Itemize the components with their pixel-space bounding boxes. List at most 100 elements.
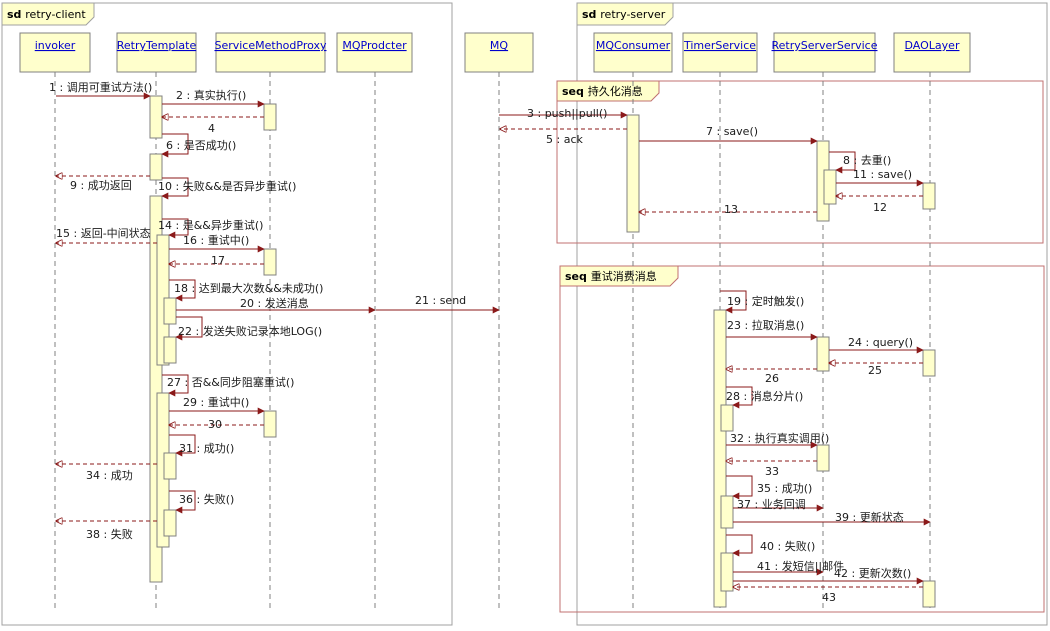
lifeline-mqconsumer-label: MQConsumer [596, 39, 671, 52]
fragment-retry-border [559, 265, 1045, 613]
lifeline-mqconsumer-box [593, 32, 673, 73]
message-m27-label: 27 : 否&&同步阻塞重试() [167, 375, 294, 389]
message-m30-label: 30 [208, 418, 222, 431]
message-m36-label: 36 : 失败() [179, 492, 234, 506]
message-m14-arrow [162, 218, 189, 239]
message-m41-label: 41 : 发短信||邮件 [757, 559, 844, 573]
message-m40-arrow [726, 534, 753, 557]
message-m6-label: 6 : 是否成功() [166, 139, 236, 152]
lifeline-mq-label: MQ [490, 39, 508, 52]
lifeline-retrytemplate-box [116, 32, 197, 73]
lifeline-invoker-box [19, 32, 91, 73]
activation-proxy-act-1 [263, 103, 277, 131]
fragment-persist-border [556, 80, 1044, 244]
message-m31-arrow [169, 434, 196, 457]
frame-server-title: sd retry-server [582, 8, 666, 21]
message-m2-label: 2 : 真实执行() [176, 88, 246, 102]
message-m39-label: 39 : 更新状态 [835, 510, 904, 524]
message-m23-label: 23 : 拉取消息() [727, 318, 804, 332]
message-m4-label: 4 [208, 122, 215, 135]
lifeline-proxy-box [215, 32, 326, 73]
frame-client-title: sd retry-client [7, 8, 86, 21]
lifeline-dao-box [893, 32, 971, 73]
frame-server-tab [576, 2, 674, 26]
message-m19-label: 19 : 定时触发() [727, 294, 804, 308]
activation-retryserver-act-3 [816, 336, 830, 372]
lifeline-retryserver-box [773, 32, 876, 73]
lifeline-mqproducer-box [336, 32, 413, 73]
activation-retrytemplate-act-1 [149, 95, 163, 139]
message-m22-label: 22 : 发送失败记录本地LOG() [178, 324, 322, 338]
message-m5-label: 5 : ack [546, 133, 583, 146]
message-m18-label: 18 : 达到最大次数&&未成功() [174, 281, 323, 295]
activation-mqconsumer-act-1 [626, 114, 640, 233]
message-m31-label: 31 : 成功() [179, 442, 234, 455]
message-m33-label: 33 [765, 465, 779, 478]
message-m7-label: 7 : save() [706, 125, 758, 138]
message-m43-label: 43 [822, 591, 836, 604]
frame-server-border [576, 2, 1048, 626]
message-m29-label: 29 : 重试中() [183, 395, 249, 409]
fragment-retry-title: seq 重试消费消息 [565, 269, 657, 283]
message-m21-label: 21 : send [415, 294, 466, 307]
message-m22-arrow [175, 316, 203, 341]
frame-client-border [1, 2, 453, 626]
activation-retrytemplate-act-5 [163, 297, 177, 325]
message-m28-label: 28 : 消息分片() [726, 389, 803, 403]
message-m10-label: 10 : 失败&&是否异步重试() [158, 179, 296, 193]
activation-dao-act-2 [922, 349, 936, 377]
lifeline-timer-box [682, 32, 758, 73]
message-m38-label: 38 : 失败 [86, 527, 133, 541]
activation-timer-act-4 [720, 552, 734, 592]
message-m42-label: 42 : 更新次数() [834, 566, 911, 580]
lifeline-dao-label: DAOLayer [905, 39, 960, 52]
message-m8-arrow [829, 151, 856, 174]
message-m14-label: 14 : 是&&异步重试() [158, 218, 263, 232]
activation-proxy-act-3 [263, 410, 277, 438]
activation-dao-act-3 [922, 580, 936, 608]
message-m3-label: 3 : push||pull() [527, 107, 607, 120]
message-m18-arrow [169, 279, 196, 302]
message-m26-label: 26 [765, 372, 779, 385]
message-m19-arrow [720, 290, 747, 314]
message-m25-label: 25 [868, 364, 882, 377]
message-m27-arrow [162, 374, 189, 397]
message-m10-arrow [161, 177, 189, 200]
frame-client-tab [1, 2, 95, 26]
message-m35-arrow [726, 475, 753, 500]
message-m28-arrow [726, 386, 753, 409]
message-m36-arrow [169, 490, 196, 514]
activation-dao-act-1 [922, 182, 936, 210]
activation-retrytemplate-act-9 [163, 509, 177, 537]
activation-retrytemplate-act-6 [163, 336, 177, 364]
message-m8-label: 8 : 去重() [843, 153, 891, 167]
activation-retryserver-act-2 [823, 169, 837, 205]
message-m16-label: 16 : 重试中() [183, 233, 249, 247]
message-m6-arrow [161, 133, 189, 158]
activation-retrytemplate-act-2 [149, 153, 163, 181]
message-m35-label: 35 : 成功() [757, 482, 812, 495]
message-m11-label: 11 : save() [853, 168, 912, 181]
message-m1-label: 1 : 调用可重试方法() [49, 80, 152, 94]
message-m37-label: 37 : 业务回调 [737, 498, 806, 511]
activation-timer-act-2 [720, 404, 734, 432]
message-m15-label: 15 : 返回-中间状态 [56, 226, 151, 240]
lifeline-invoker-label: invoker [35, 39, 76, 52]
message-m13-label: 13 [724, 203, 738, 216]
message-m9-label: 9 : 成功返回 [70, 179, 132, 192]
message-m34-label: 34 : 成功 [86, 469, 133, 482]
message-m12-label: 12 [873, 201, 887, 214]
lifeline-proxy-label: ServiceMethodProxy [214, 39, 327, 52]
lifeline-mqproducer-label: MQProdcter [342, 39, 407, 52]
fragment-retry-tab [559, 265, 679, 287]
fragment-persist-title: seq 持久化消息 [562, 84, 643, 98]
lifeline-retryserver-label: RetryServerService [772, 39, 878, 52]
activation-proxy-act-2 [263, 248, 277, 276]
message-m17-label: 17 [211, 254, 225, 267]
lifeline-mq-box [464, 32, 534, 73]
message-m20-label: 20 : 发送消息 [240, 296, 309, 310]
message-m24-label: 24 : query() [848, 336, 913, 349]
activation-timer-act-3 [720, 495, 734, 529]
